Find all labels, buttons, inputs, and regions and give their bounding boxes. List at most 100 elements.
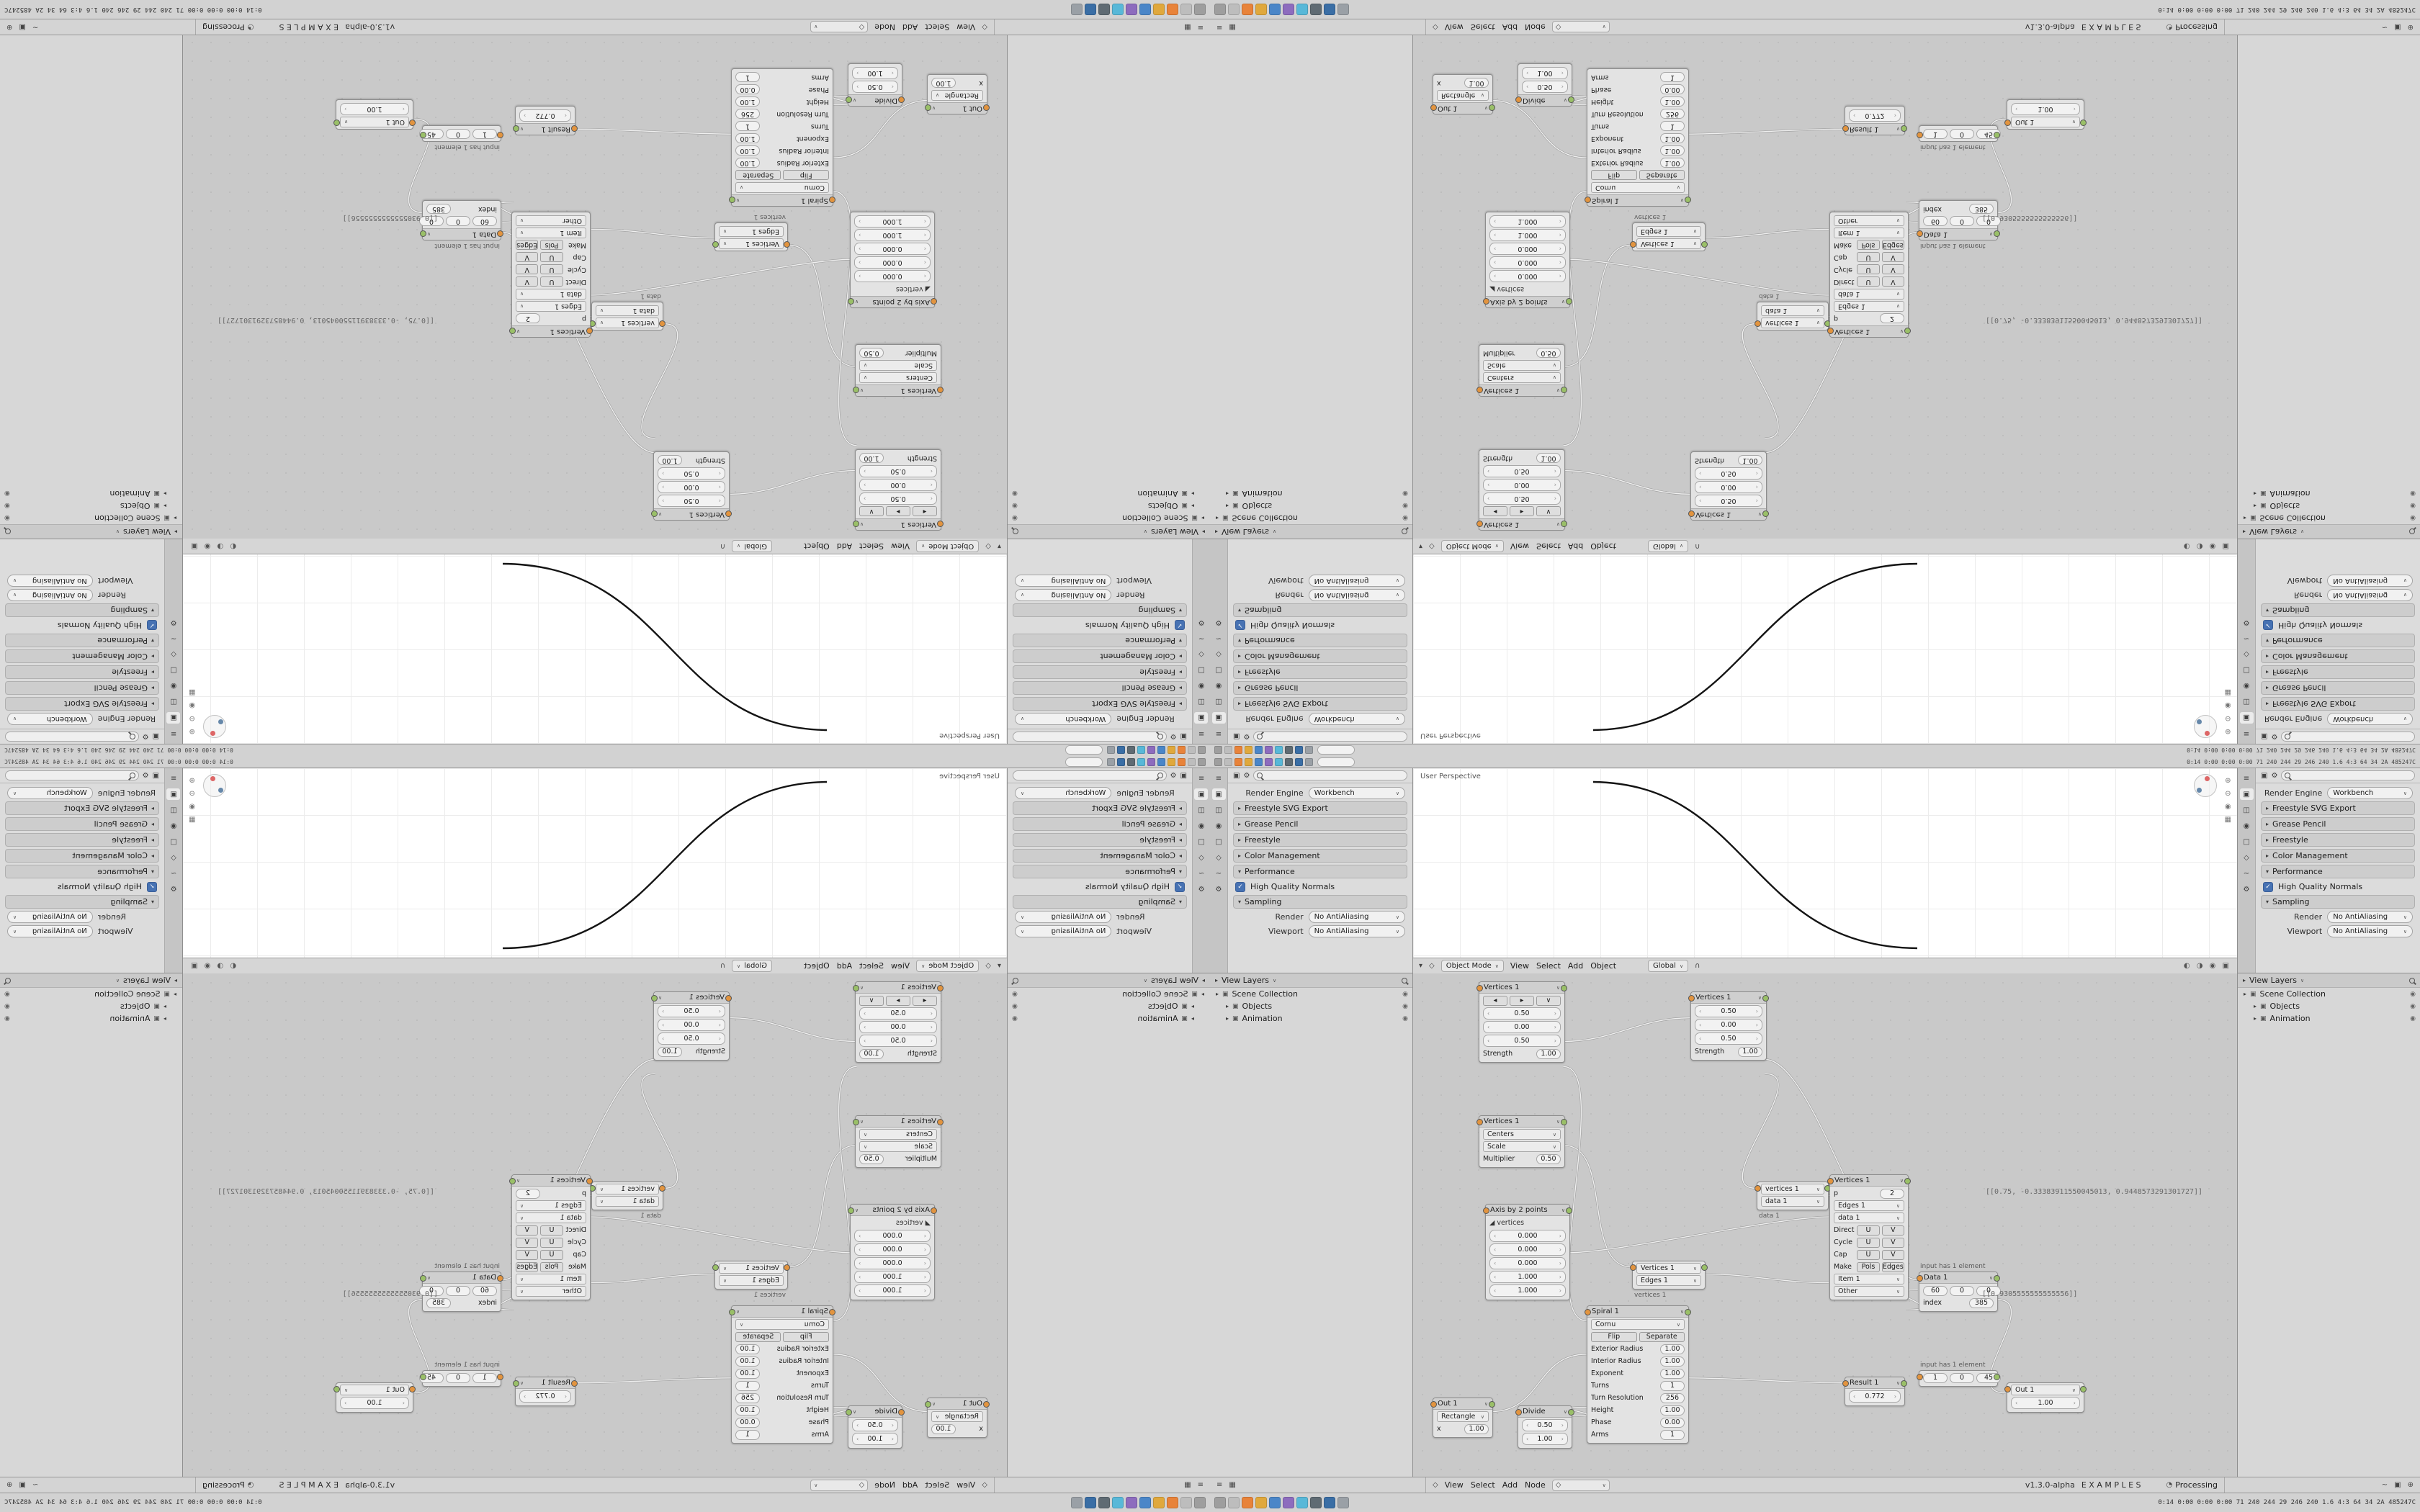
app-icon[interactable] [1153, 4, 1165, 15]
toggle-button[interactable]: Pols [540, 240, 563, 251]
toggle-button[interactable]: V [1881, 1249, 1904, 1260]
number-field[interactable]: ‹0.772› [1849, 1390, 1901, 1403]
number-field[interactable]: ‹1.000› [1489, 215, 1566, 228]
outliner-row[interactable]: ▸▣Objects◉ [1008, 1000, 1210, 1012]
modifier-tab-icon[interactable]: ∼ [1215, 634, 1222, 643]
number-field[interactable]: ‹0.000› [1489, 256, 1566, 269]
param-value[interactable]: 0.50 [1536, 1153, 1561, 1164]
input-socket[interactable] [571, 125, 578, 132]
output-socket[interactable] [420, 132, 426, 138]
input-socket[interactable] [1585, 1309, 1591, 1315]
output-socket[interactable] [420, 230, 426, 237]
increment-arrow-icon[interactable]: › [864, 1024, 866, 1030]
number-field[interactable]: ‹0.50› [658, 467, 725, 480]
output-socket[interactable] [1994, 230, 2000, 237]
search-icon[interactable] [1402, 977, 1407, 984]
panel-header[interactable]: ▸Freestyle SVG Export [2261, 801, 2415, 815]
app-icon[interactable] [1265, 746, 1273, 755]
outliner-display-mode-dropdown[interactable]: View Layers [1222, 527, 1270, 536]
increment-arrow-icon[interactable]: › [1559, 1260, 1561, 1266]
modifier-tab-icon[interactable]: ∼ [1215, 869, 1222, 878]
dropdown-field[interactable]: Out 1∨ [340, 117, 409, 127]
output-socket[interactable] [1568, 96, 1574, 103]
increment-arrow-icon[interactable]: › [662, 1035, 665, 1042]
increment-arrow-icon[interactable]: › [859, 1274, 861, 1280]
panel-header[interactable]: ▸Freestyle SVG Export [5, 697, 159, 711]
node-header[interactable]: Vertices 1∨ [1830, 1175, 1908, 1187]
output-socket[interactable] [1561, 521, 1567, 527]
outliner-row[interactable]: ▸▣Objects◉ [2238, 1000, 2420, 1012]
decrement-arrow-icon[interactable]: ‹ [2015, 1400, 2018, 1406]
app-icon[interactable] [1126, 4, 1137, 15]
increment-arrow-icon[interactable]: › [864, 1010, 866, 1017]
decrement-arrow-icon[interactable]: ‹ [1494, 1246, 1497, 1253]
menu-view[interactable]: View [1444, 1480, 1464, 1490]
object-tab-icon[interactable]: ⚙ [2243, 885, 2250, 894]
app-icon[interactable] [1167, 1497, 1178, 1508]
snap-icon[interactable]: ∩ [720, 962, 725, 970]
param-value[interactable]: 1.00 [735, 96, 760, 107]
node-header[interactable]: Vertices 1∨ [1479, 384, 1564, 396]
input-socket[interactable] [1585, 197, 1591, 203]
object-tab-icon[interactable]: ⚙ [1215, 618, 1222, 627]
dropdown-field[interactable]: Rectangle∨ [1437, 1411, 1489, 1422]
node-header[interactable]: Vertices 1∨ [654, 992, 729, 1004]
number-field[interactable]: ‹1.00› [2011, 1397, 2080, 1409]
grid-toggle-icon[interactable]: ▦ [189, 688, 196, 696]
panel-header[interactable]: ▸Freestyle [5, 665, 159, 679]
increment-arrow-icon[interactable]: › [1554, 1038, 1556, 1044]
increment-arrow-icon[interactable]: › [1755, 1035, 1758, 1042]
decrement-arrow-icon[interactable]: ‹ [718, 1022, 721, 1028]
decrement-arrow-icon[interactable]: ‹ [1853, 112, 1856, 119]
panel-header[interactable]: ▸Freestyle [2261, 833, 2415, 847]
param-value[interactable]: 1.00 [931, 78, 956, 89]
node-header[interactable]: Axis by 2 points∨ [1486, 1205, 1569, 1216]
increment-arrow-icon[interactable]: › [856, 84, 859, 90]
number-field[interactable]: ‹0.00› [859, 1021, 937, 1033]
app-icon[interactable] [1283, 4, 1294, 15]
input-socket[interactable] [1515, 1409, 1522, 1416]
increment-arrow-icon[interactable]: › [1755, 1022, 1758, 1028]
app-icon[interactable] [1098, 4, 1110, 15]
menu-add[interactable]: Add [1567, 961, 1584, 971]
prop-value-dropdown[interactable]: Workbench∨ [2327, 713, 2413, 725]
number-field[interactable]: ‹0.000› [854, 256, 931, 269]
app-icon[interactable] [1324, 1497, 1335, 1508]
dropdown-field[interactable]: data 1∨ [1761, 1196, 1824, 1207]
properties-search-field[interactable] [1253, 770, 1407, 780]
eye-icon[interactable]: ◉ [1402, 990, 1408, 998]
input-socket[interactable] [1430, 104, 1437, 111]
field-value[interactable]: 0 [1950, 129, 1974, 140]
world-tab-icon[interactable]: ◇ [1216, 853, 1222, 862]
input-socket[interactable] [784, 241, 790, 248]
node-header[interactable]: Result 1∨ [1845, 123, 1904, 135]
decrement-arrow-icon[interactable]: ‹ [923, 259, 926, 266]
app-icon[interactable] [1139, 1497, 1151, 1508]
number-field[interactable]: ‹0.000› [854, 1230, 931, 1242]
shading-mode-icons[interactable]: ◐ ◑ ◉ ▣ [2183, 542, 2231, 550]
toggle-button[interactable]: Flip [1591, 1331, 1637, 1342]
panel-header[interactable]: ▾Sampling [5, 603, 159, 617]
dropdown-field[interactable]: Centers∨ [1483, 1129, 1561, 1140]
decrement-arrow-icon[interactable]: ‹ [930, 482, 933, 488]
decrement-arrow-icon[interactable]: ‹ [1494, 232, 1497, 238]
taskbar-search-field[interactable] [1317, 757, 1355, 767]
param-value[interactable]: 1.00 [735, 1368, 760, 1379]
node-header[interactable]: Vertices 1∨ [1691, 508, 1766, 520]
output-socket[interactable] [853, 1119, 859, 1125]
number-field[interactable]: ‹0.00› [859, 479, 937, 491]
prop-value-dropdown[interactable]: No AntiAliasing∨ [1015, 589, 1112, 601]
app-icon[interactable] [1117, 746, 1125, 755]
input-socket[interactable] [1827, 1178, 1834, 1184]
menu-object[interactable]: Object [1590, 541, 1617, 551]
input-socket[interactable] [586, 1178, 593, 1184]
app-icon[interactable] [1198, 757, 1206, 766]
